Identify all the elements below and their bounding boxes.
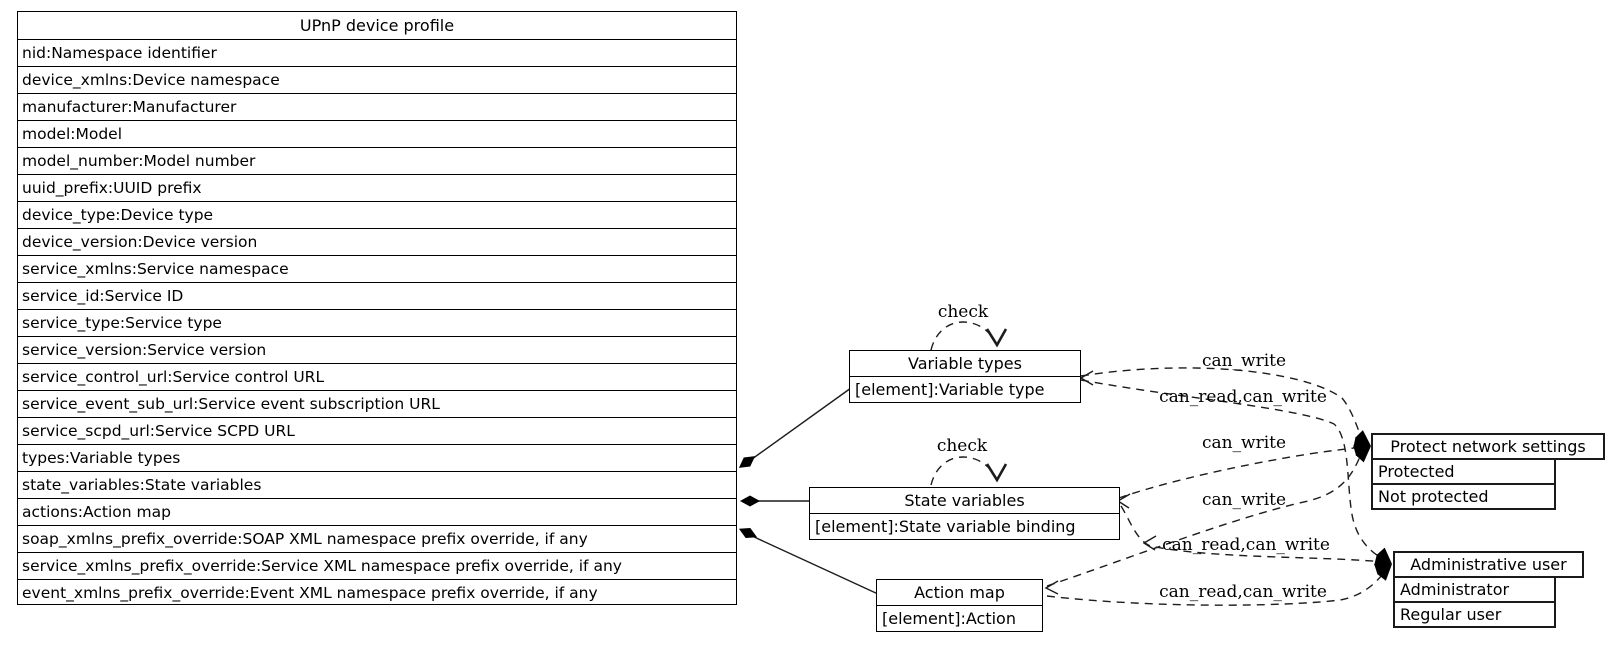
- edge-variable-types-to-protect: [1080, 367, 1364, 443]
- node-state-variables: State variables [element]:State variable…: [809, 487, 1120, 540]
- table-row: service_id:Service ID: [18, 282, 736, 309]
- vee-arrow-mid: [1142, 535, 1157, 551]
- table-title: UPnP device profile: [299, 16, 455, 35]
- diamond-actions: [738, 528, 758, 538]
- vee-arrow-variable-types: [1079, 370, 1094, 386]
- edge-state-variables-to-admin: [1120, 505, 1385, 563]
- table-row: model_number:Model number: [18, 147, 736, 174]
- upnp-device-profile-table: UPnP device profile nid:Namespace identi…: [17, 11, 737, 605]
- node-action-map: Action map [element]:Action: [876, 579, 1043, 632]
- node-action-map-row: [element]:Action: [876, 604, 1043, 632]
- table-row: service_xmlns_prefix_override:Service XM…: [18, 552, 736, 579]
- node-variable-types: Variable types [element]:Variable type: [849, 350, 1081, 403]
- table-row: service_scpd_url:Service SCPD URL: [18, 417, 736, 444]
- table-row: soap_xmlns_prefix_override:SOAP XML name…: [18, 525, 736, 552]
- table-row: device_xmlns:Device namespace: [18, 66, 736, 93]
- table-row: device_version:Device version: [18, 228, 736, 255]
- edge-action-map-to-protect: [1046, 453, 1362, 587]
- node-administrative-user-row: Administrator: [1393, 576, 1556, 603]
- node-protect-network-settings-title: Protect network settings: [1371, 433, 1605, 460]
- node-variable-types-title: Variable types: [849, 350, 1081, 377]
- vee-arrow-action-map: [1044, 580, 1059, 595]
- node-variable-types-row: [element]:Variable type: [849, 375, 1081, 403]
- check-arrowhead-variable-types: [985, 328, 1008, 348]
- node-administrative-user-title: Administrative user: [1393, 551, 1584, 578]
- edge-label-can-write-vt: can_write: [1201, 351, 1287, 371]
- table-row: service_xmlns:Service namespace: [18, 255, 736, 282]
- node-action-map-title: Action map: [876, 579, 1043, 606]
- table-row: device_type:Device type: [18, 201, 736, 228]
- table-row: state_variables:State variables: [18, 471, 736, 498]
- edge-variable-types-to-admin: [1080, 379, 1386, 561]
- connector-types-line: [751, 387, 852, 460]
- edge-label-can-read-write-vt: can_read,can_write: [1159, 387, 1327, 407]
- check-arrowhead-state-variables: [985, 463, 1008, 483]
- node-protect-network-settings-row: Protected: [1371, 458, 1556, 485]
- edge-label-check-state-variables: check: [936, 436, 988, 456]
- edge-label-can-read-write-am: can_read,can_write: [1159, 582, 1327, 602]
- table-row: uuid_prefix:UUID prefix: [18, 174, 736, 201]
- edge-label-can-read-write-sv: can_read,can_write: [1162, 535, 1330, 555]
- table-row: nid:Namespace identifier: [18, 39, 736, 66]
- check-loop-state-variables: [930, 456, 997, 486]
- edge-label-can-write-am: can_write: [1201, 490, 1287, 510]
- diamond-types: [738, 456, 756, 468]
- connector-actions-line: [751, 535, 879, 595]
- edge-action-map-to-admin: [1046, 566, 1389, 606]
- edge-label-check-variable-types: check: [937, 302, 989, 322]
- table-row: service_version:Service version: [18, 336, 736, 363]
- arrowhead-cluster-admin: [1374, 547, 1392, 581]
- arrowhead-cluster-protect: [1353, 430, 1371, 463]
- diamond-state-variables: [740, 495, 760, 507]
- table-row: service_control_url:Service control URL: [18, 363, 736, 390]
- table-row: service_type:Service type: [18, 309, 736, 336]
- table-row: service_event_sub_url:Service event subs…: [18, 390, 736, 417]
- table-row: model:Model: [18, 120, 736, 147]
- table-row: types:Variable types: [18, 444, 736, 471]
- node-protect-network-settings-row: Not protected: [1371, 483, 1556, 510]
- table-row: actions:Action map: [18, 498, 736, 525]
- node-state-variables-title: State variables: [809, 487, 1120, 514]
- check-loop-variable-types: [930, 321, 997, 351]
- node-administrative-user-row: Regular user: [1393, 601, 1556, 628]
- node-state-variables-row: [element]:State variable binding: [809, 512, 1120, 540]
- table-row: manufacturer:Manufacturer: [18, 93, 736, 120]
- table-row: event_xmlns_prefix_override:Event XML na…: [18, 579, 736, 606]
- edge-label-can-write-sv: can_write: [1201, 433, 1287, 453]
